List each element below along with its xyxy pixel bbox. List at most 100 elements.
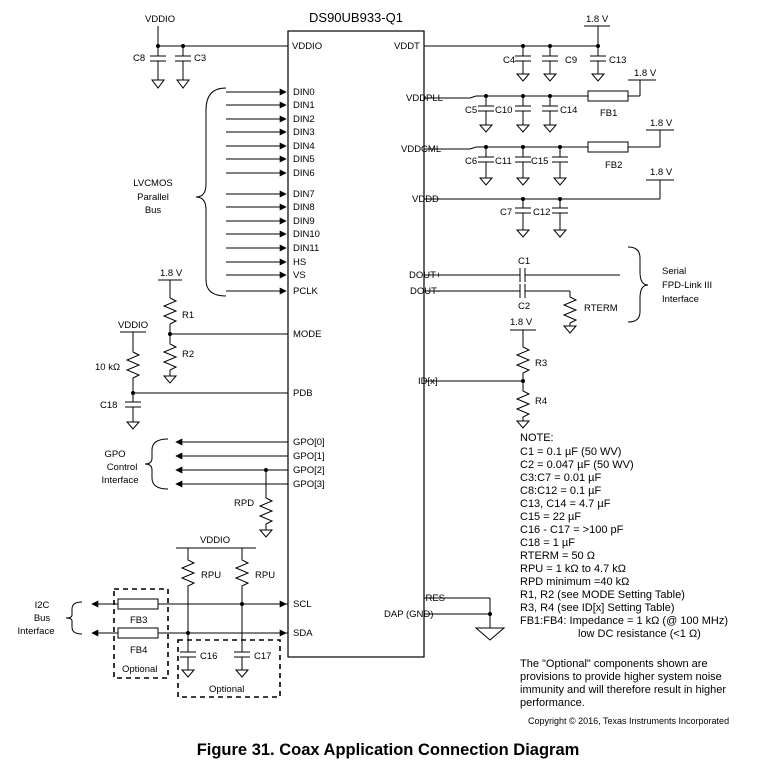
ground-symbol bbox=[474, 627, 506, 641]
lvcmos-label-2: Parallel bbox=[137, 192, 169, 203]
pin-din0: DIN0 bbox=[293, 87, 315, 98]
serial-brace bbox=[627, 246, 649, 323]
optional-box-caps bbox=[177, 639, 281, 698]
resistor-rpd bbox=[258, 470, 274, 530]
pin-din9: DIN9 bbox=[293, 216, 315, 227]
note-line: C1 = 0.1 µF (50 WV) bbox=[520, 446, 621, 458]
ferrite-fb1 bbox=[587, 90, 629, 102]
i2c-brace bbox=[65, 601, 83, 635]
ferrite-fb3 bbox=[117, 598, 159, 610]
serial-label-1: Serial bbox=[662, 266, 686, 277]
figure-caption: Figure 31. Coax Application Connection D… bbox=[197, 741, 580, 759]
pin-scl: SCL bbox=[293, 599, 311, 610]
note-line: C16 - C17 = >100 pF bbox=[520, 524, 624, 536]
optional-label-1: Optional bbox=[122, 664, 157, 675]
i2c-label-1: I2C bbox=[35, 600, 50, 611]
label-rpu-2: RPU bbox=[255, 570, 275, 581]
pin-din6: DIN6 bbox=[293, 168, 315, 179]
optional-note-line: The "Optional" components shown are bbox=[520, 658, 708, 670]
label-r2: R2 bbox=[182, 349, 194, 360]
optional-note-line: provisions to provide higher system nois… bbox=[520, 671, 722, 683]
resistor-10k bbox=[125, 351, 141, 379]
note-line: FB1:FB4: Impedance = 1 kΩ (@ 100 MHz) bbox=[520, 615, 728, 627]
capacitor-c11 bbox=[515, 147, 531, 186]
optional-label-2: Optional bbox=[209, 684, 244, 695]
pin-dap: DAP (GND) bbox=[384, 609, 433, 620]
gpo-brace bbox=[144, 438, 169, 490]
pin-din5: DIN5 bbox=[293, 154, 315, 165]
copyright: Copyright © 2016, Texas Instruments Inco… bbox=[528, 716, 729, 726]
resistor-r3 bbox=[515, 330, 531, 381]
label-r4: R4 bbox=[535, 396, 547, 407]
note-line: C15 = 22 µF bbox=[520, 511, 581, 523]
pin-din3: DIN3 bbox=[293, 127, 315, 138]
capacitor-c6 bbox=[478, 147, 494, 186]
label-rpu-1: RPU bbox=[201, 570, 221, 581]
ferrite-fb2 bbox=[587, 141, 629, 153]
din-bus-lines bbox=[226, 88, 287, 295]
label-fb1: FB1 bbox=[600, 108, 617, 119]
label-c17: C17 bbox=[254, 651, 271, 662]
gpo-label-2: Control bbox=[107, 462, 138, 473]
chip-body bbox=[287, 30, 425, 658]
note-line: R3, R4 (see ID[x] Setting Table) bbox=[520, 602, 674, 614]
resistor-r4 bbox=[515, 381, 531, 421]
label-fb2: FB2 bbox=[605, 160, 622, 171]
notes-block: NOTE: C1 = 0.1 µF (50 WV) C2 = 0.047 µF … bbox=[520, 432, 728, 640]
note-line: C8:C12 = 0.1 µF bbox=[520, 485, 602, 497]
pin-sda: SDA bbox=[293, 628, 313, 639]
label-c10: C10 bbox=[495, 105, 512, 116]
optional-note-line: performance. bbox=[520, 697, 585, 709]
note-line: low DC resistance (<1 Ω) bbox=[578, 628, 701, 640]
label-fb4: FB4 bbox=[130, 645, 147, 656]
label-c4: C4 bbox=[503, 55, 515, 66]
label-c5: C5 bbox=[465, 105, 477, 116]
vddd-rail-label: 1.8 V bbox=[650, 167, 673, 178]
gpo-label-1: GPO bbox=[104, 449, 125, 460]
pin-din11: DIN11 bbox=[293, 243, 319, 254]
pin-vddio: VDDIO bbox=[292, 41, 322, 52]
label-c9: C9 bbox=[565, 55, 577, 66]
pin-gpo0: GPO[0] bbox=[293, 437, 325, 448]
optional-note: The "Optional" components shown are prov… bbox=[520, 658, 726, 709]
pin-din7: DIN7 bbox=[293, 189, 315, 200]
resistor-rpu-scl bbox=[180, 548, 196, 604]
label-c13: C13 bbox=[609, 55, 626, 66]
vddcml-rail-label: 1.8 V bbox=[650, 118, 673, 129]
capacitor-c15 bbox=[552, 147, 568, 186]
capacitor-c4 bbox=[515, 46, 531, 82]
capacitor-c10 bbox=[515, 96, 531, 133]
pin-vs: VS bbox=[293, 270, 306, 281]
serial-label-3: Interface bbox=[662, 294, 699, 305]
capacitor-c12 bbox=[552, 199, 568, 238]
note-line: C3:C7 = 0.01 µF bbox=[520, 472, 602, 484]
label-r1: R1 bbox=[182, 310, 194, 321]
note-line: RPD minimum =40 kΩ bbox=[520, 576, 629, 588]
pin-din1: DIN1 bbox=[293, 100, 315, 111]
pin-pclk: PCLK bbox=[293, 286, 318, 297]
label-c2: C2 bbox=[518, 301, 530, 312]
pin-din4: DIN4 bbox=[293, 141, 315, 152]
label-c3: C3 bbox=[194, 53, 206, 64]
label-c7: C7 bbox=[500, 207, 512, 218]
resistor-r2 bbox=[162, 334, 178, 376]
serial-label-2: FPD-Link III bbox=[662, 280, 712, 291]
label-c6: C6 bbox=[465, 156, 477, 167]
note-line: C2 = 0.047 µF (50 WV) bbox=[520, 459, 634, 471]
capacitor-c9 bbox=[542, 46, 558, 82]
note-line: C13, C14 = 4.7 µF bbox=[520, 498, 611, 510]
mode-rail-label: 1.8 V bbox=[160, 268, 183, 279]
capacitor-c18 bbox=[125, 393, 141, 430]
pin-gpo2: GPO[2] bbox=[293, 465, 325, 476]
note-line: RTERM = 50 Ω bbox=[520, 550, 595, 562]
i2c-label-3: Interface bbox=[18, 626, 55, 637]
label-c18: C18 bbox=[100, 400, 117, 411]
pin-idx: ID[x] bbox=[418, 376, 438, 387]
lvcmos-label-1: LVCMOS bbox=[133, 178, 172, 189]
idx-rail-label: 1.8 V bbox=[510, 317, 533, 328]
optional-box-ferrites bbox=[113, 588, 169, 679]
resistor-r1 bbox=[162, 297, 178, 325]
resistor-rpu-sda bbox=[234, 548, 250, 604]
pdb-rail-label: VDDIO bbox=[118, 320, 148, 331]
